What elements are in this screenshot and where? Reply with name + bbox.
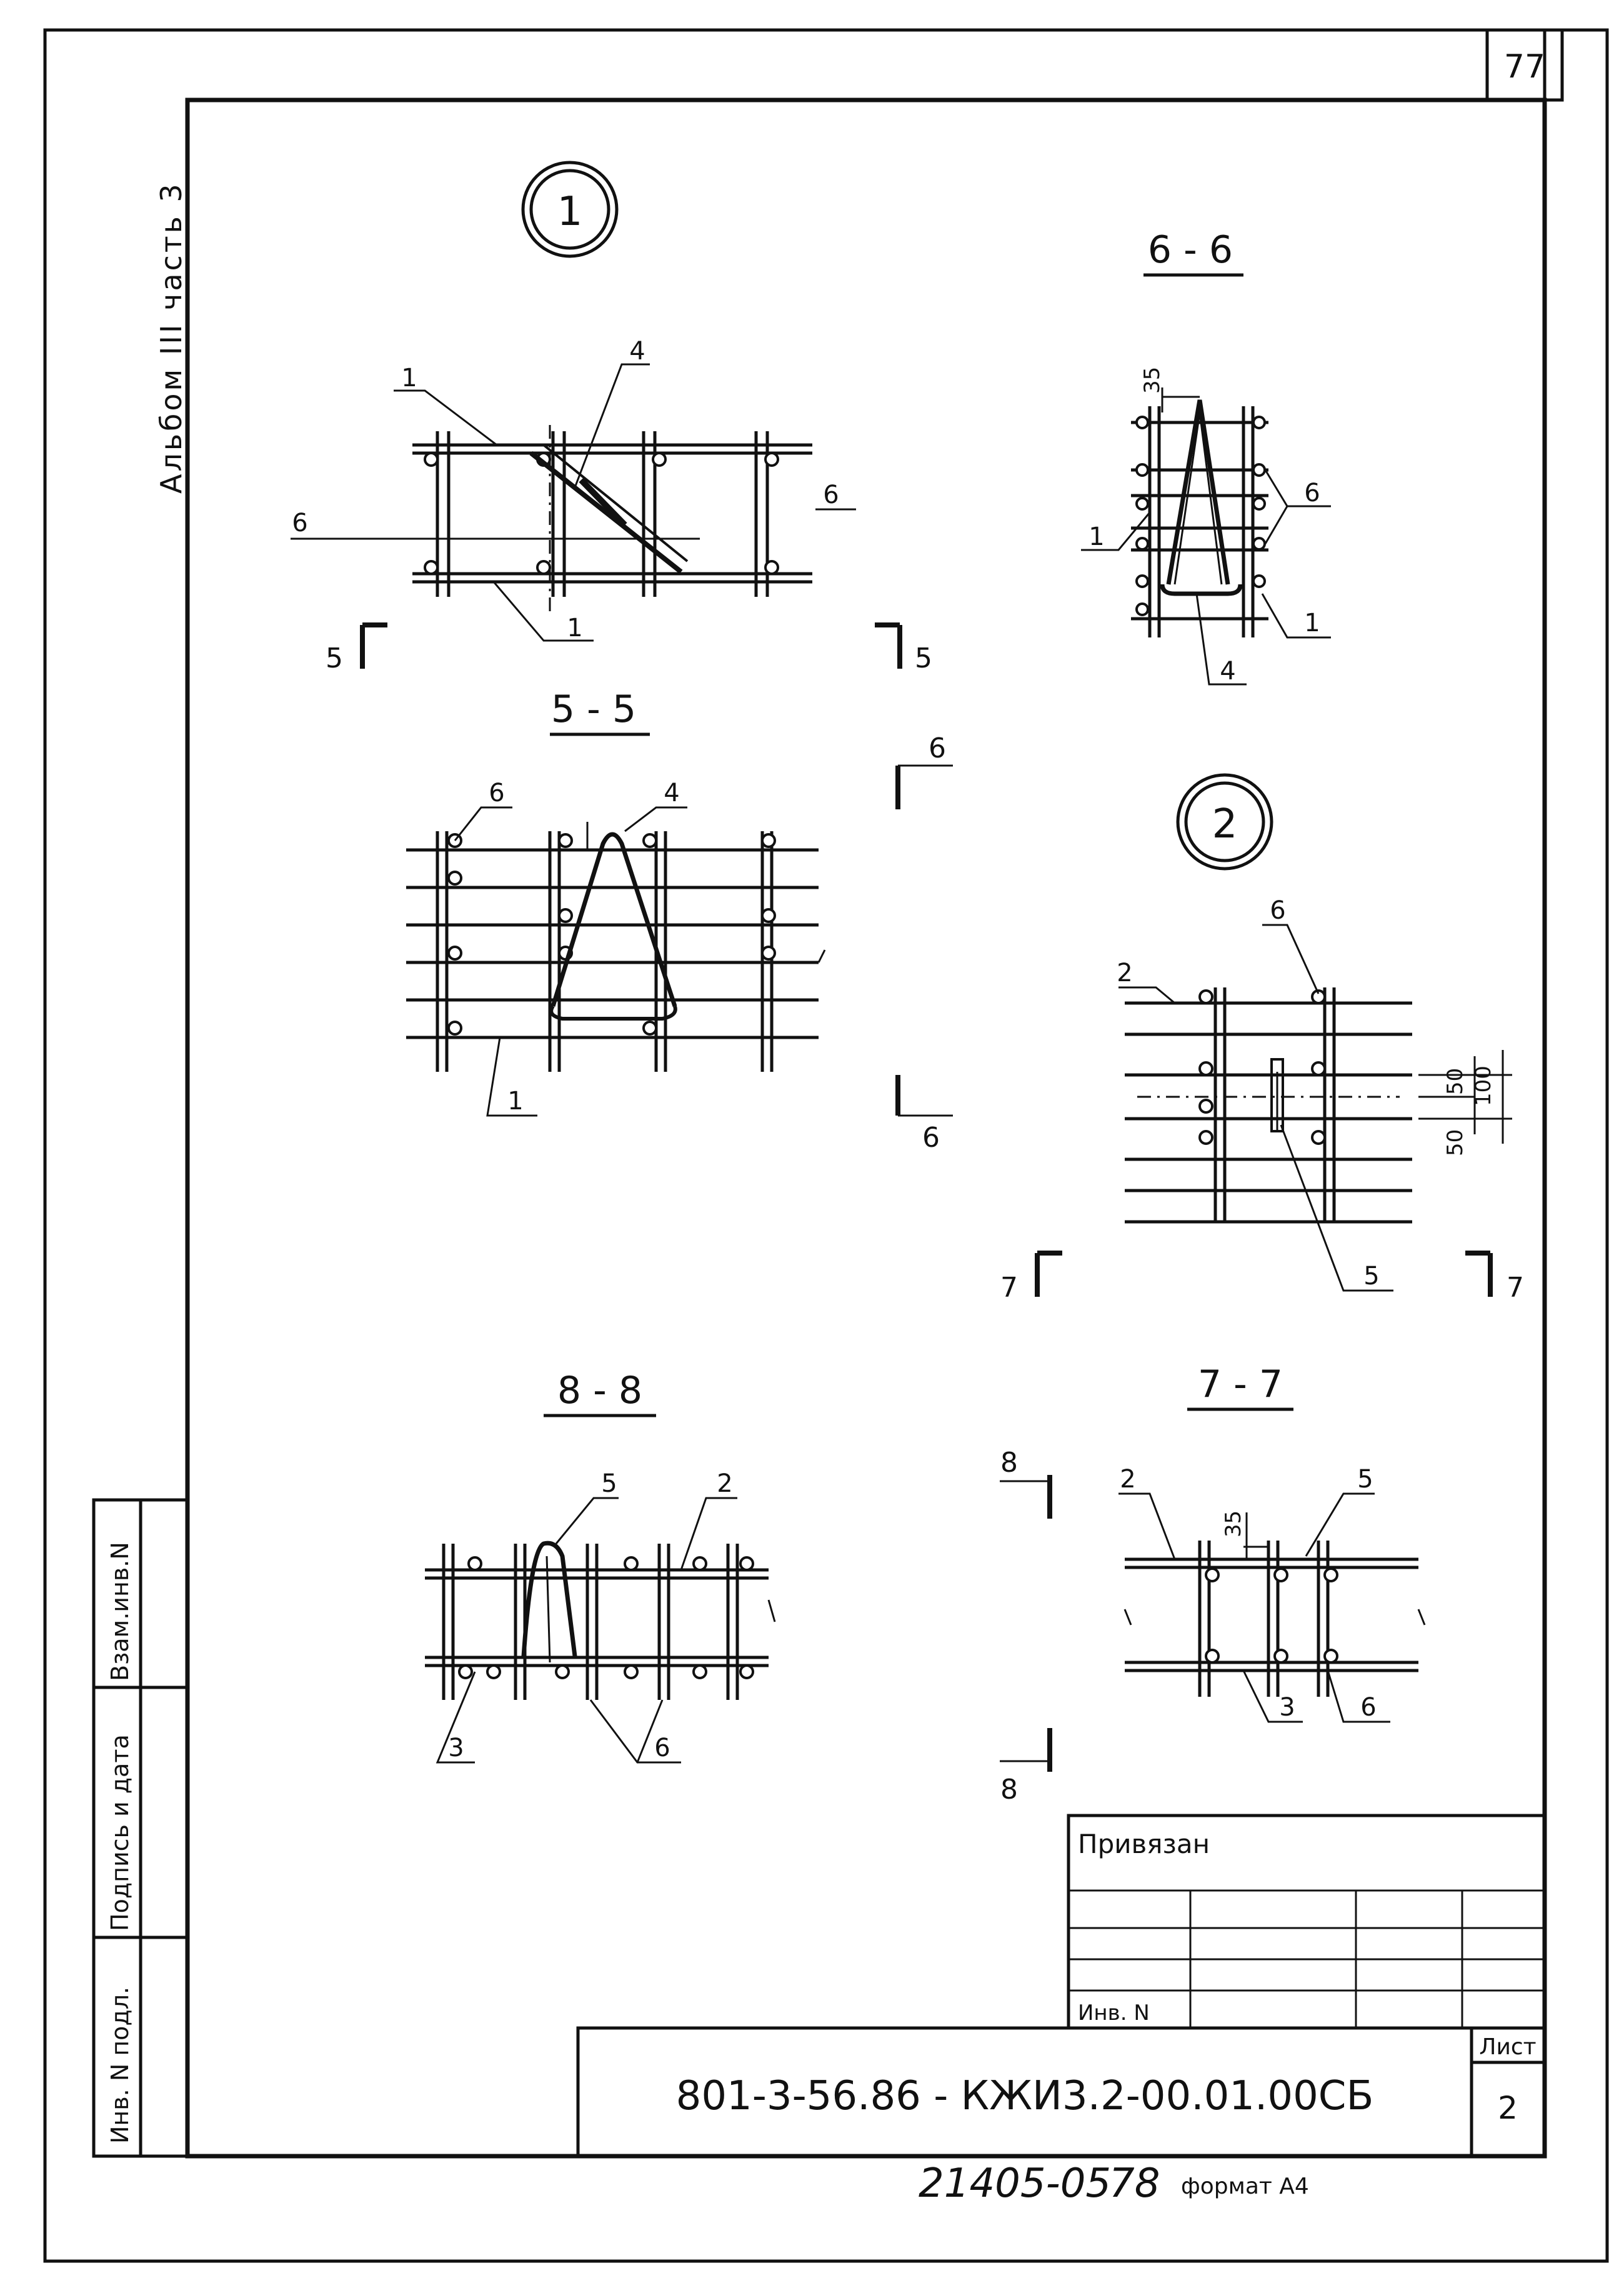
copy-number: 78 <box>1109 2161 1160 2207</box>
cut-8-bottom: 8 <box>1000 1774 1018 1806</box>
sheet-number-box <box>1485 28 1564 102</box>
section-5-5-callout-1: 1 <box>507 1087 523 1116</box>
node-2-dim-100: 100 <box>1471 1066 1496 1106</box>
cut-7-left: 7 <box>1000 1272 1018 1304</box>
node-1-callout-6-right: 6 <box>823 481 839 509</box>
section-7-7-callout-2: 2 <box>1120 1465 1135 1494</box>
title-linked-label: Привязан <box>1078 1829 1210 1859</box>
section-7-7-callout-6: 6 <box>1360 1693 1376 1722</box>
stamp-inv-podl: Инв. N подл. <box>106 1987 134 2144</box>
node-2-callout-5: 5 <box>1363 1262 1379 1291</box>
sheet-value: 2 <box>1498 2090 1518 2126</box>
node-1-detail: 1 1 4 6 1 6 5 <box>291 161 932 674</box>
node-1-callout-4: 4 <box>629 337 645 366</box>
drawing-designation: 801-3-56.86 - КЖИ3.2-00.01.00СБ <box>676 2073 1374 2119</box>
sheet-number: 77 <box>1504 48 1545 86</box>
title-inv-label: Инв. N <box>1078 2001 1150 2026</box>
title-block: Привязан Инв. N 801-3-56.86 - КЖИ3.2-00.… <box>576 1814 1547 2158</box>
format-label: формат А4 <box>1181 2174 1309 2199</box>
section-8-8-callout-6: 6 <box>654 1734 670 1762</box>
stamp-signature-date: Подпись и дата <box>106 1734 134 1931</box>
stamp-replacing-inv: Взам.инв.N <box>106 1542 134 1681</box>
sheet-label: Лист <box>1479 2034 1536 2060</box>
side-stamp: Инв. N подл. Подпись и дата Взам.инв.N <box>92 1498 189 2158</box>
section-6-6-title: 6 - 6 <box>1148 228 1233 272</box>
section-8-8-callout-5: 5 <box>601 1469 617 1498</box>
cut-8-top: 8 <box>1000 1447 1018 1479</box>
section-6-6: 6 - 6 35 6 1 1 4 <box>1081 228 1331 686</box>
section-6-6-callout-1-right: 1 <box>1304 609 1320 637</box>
cut-6-top: 6 <box>929 732 946 764</box>
section-7-7: 7 - 7 2 35 5 3 6 8 8 <box>1000 1362 1426 1806</box>
section-8-8-callout-2: 2 <box>717 1469 732 1498</box>
section-8-8-title: 8 - 8 <box>557 1369 642 1412</box>
node-2-marker-label: 2 <box>1212 801 1238 847</box>
section-7-7-title: 7 - 7 <box>1198 1362 1283 1406</box>
section-5-5-title: 5 - 5 <box>551 687 636 731</box>
section-7-7-callout-3: 3 <box>1279 1693 1295 1722</box>
section-6-6-dim-35: 35 <box>1140 367 1165 394</box>
inner-frame <box>185 97 1547 2159</box>
section-8-8: 8 - 8 5 2 3 6 <box>425 1369 776 1764</box>
node-1-marker-label: 1 <box>557 189 583 235</box>
node-2-callout-2: 2 <box>1117 959 1132 987</box>
cut-7-right: 7 <box>1507 1272 1524 1304</box>
section-7-7-dim-35: 35 <box>1221 1511 1246 1537</box>
section-5-5-callout-4: 4 <box>664 779 679 807</box>
section-5-5: 5 - 5 6 4 1 <box>406 687 953 1154</box>
outer-frame <box>43 28 1609 2263</box>
section-8-8-callout-3: 3 <box>448 1734 464 1762</box>
node-1-callout-6-left: 6 <box>292 509 307 537</box>
section-6-6-callout-6: 6 <box>1304 479 1320 507</box>
node-2-callout-6: 6 <box>1270 896 1285 925</box>
node-2-detail: 2 2 6 5 50 100 50 <box>1000 773 1524 1304</box>
node-1-callout-1-bottom: 1 <box>567 614 582 642</box>
section-5-5-callout-6: 6 <box>489 779 504 807</box>
node-2-marker-inner <box>1184 781 1265 862</box>
cut-5-left: 5 <box>326 642 343 674</box>
node-2-marker-outer <box>1176 773 1273 871</box>
cut-6-bottom: 6 <box>922 1122 940 1154</box>
node-1-marker-outer <box>521 161 619 258</box>
node-1-callout-1-top: 1 <box>401 364 417 392</box>
node-1-marker-inner <box>529 169 610 250</box>
node-2-dim-50-top: 50 <box>1443 1068 1468 1095</box>
order-number: 21405-05 <box>919 2161 1111 2207</box>
album-label: Альбом III часть 3 <box>154 181 188 494</box>
cut-5-right: 5 <box>915 642 932 674</box>
section-6-6-callout-4: 4 <box>1220 657 1235 686</box>
section-6-6-callout-1-left: 1 <box>1088 522 1104 551</box>
section-7-7-callout-5: 5 <box>1357 1465 1373 1494</box>
node-2-dim-50-bottom: 50 <box>1443 1129 1468 1156</box>
